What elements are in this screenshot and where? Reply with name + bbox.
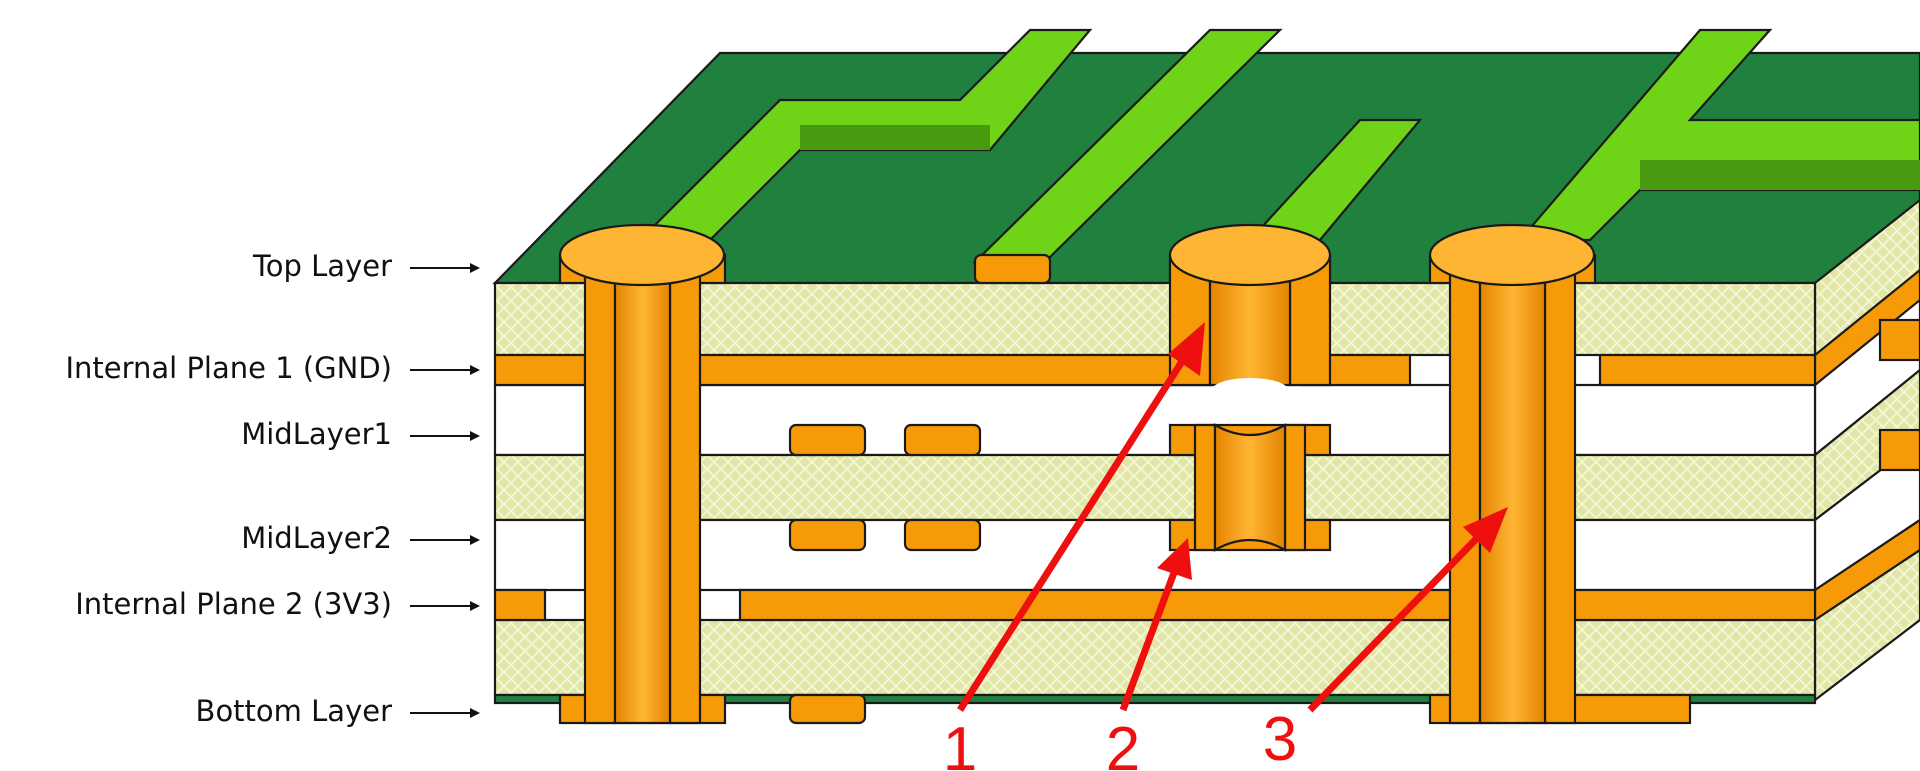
- blind-via: [1168, 223, 1332, 402]
- label-internal-plane-1: Internal Plane 1 (GND): [65, 351, 392, 385]
- callout-arrow-3: [1307, 532, 1483, 713]
- label-midlayer1: MidLayer1: [241, 417, 392, 451]
- label-bottom-layer: Bottom Layer: [196, 694, 393, 728]
- callout-label-3: 3: [1263, 705, 1297, 771]
- plane-3v3-mid: [738, 588, 1452, 622]
- midlayer2-pad-1: [788, 518, 867, 552]
- through-hole-via: [558, 223, 727, 725]
- callout-label-2: 2: [1106, 715, 1140, 771]
- dielectric-core-1: [493, 281, 1817, 357]
- plane-gnd-left: [493, 353, 587, 387]
- plane-3v3-right: [1558, 588, 1817, 622]
- callout-arrow-1: [957, 350, 1191, 712]
- board-right-side-face: [1813, 198, 1920, 703]
- callout-arrowhead-1: [1168, 322, 1205, 376]
- label-internal-plane-2: Internal Plane 2 (3V3): [75, 587, 392, 621]
- bottom-solder-mask: [493, 693, 1817, 705]
- plane-gnd-right-b: [1598, 353, 1817, 387]
- callout-arrowhead-2: [1157, 538, 1192, 580]
- buried-via: [1168, 423, 1332, 552]
- top-trace-4-shade: [1640, 160, 1920, 190]
- top-trace-1-shade: [800, 125, 990, 150]
- plane-gnd-mid: [688, 353, 1212, 387]
- through-hole-via-right: [1428, 223, 1692, 725]
- label-top-layer: Top Layer: [252, 249, 392, 283]
- layer-labels: Top Layer Internal Plane 1 (GND) MidLaye…: [65, 249, 480, 728]
- top-pad: [973, 253, 1052, 285]
- callout-arrow-2: [1119, 568, 1179, 712]
- callout-arrowhead-3: [1463, 507, 1508, 553]
- callout-label-1: 1: [943, 715, 977, 771]
- dielectric-gap-2: [493, 518, 1817, 592]
- label-midlayer2: MidLayer2: [241, 521, 392, 555]
- callouts: 1 2 3: [943, 322, 1508, 771]
- midlayer1-pad-1: [788, 423, 867, 457]
- midlayer1-pad-2: [903, 423, 982, 457]
- midlayer2-pad-2: [903, 518, 982, 552]
- plane-3v3-left: [493, 588, 547, 622]
- top-traces: [637, 28, 1920, 264]
- bottom-pad: [788, 693, 867, 725]
- front-cross-section: [493, 223, 1817, 725]
